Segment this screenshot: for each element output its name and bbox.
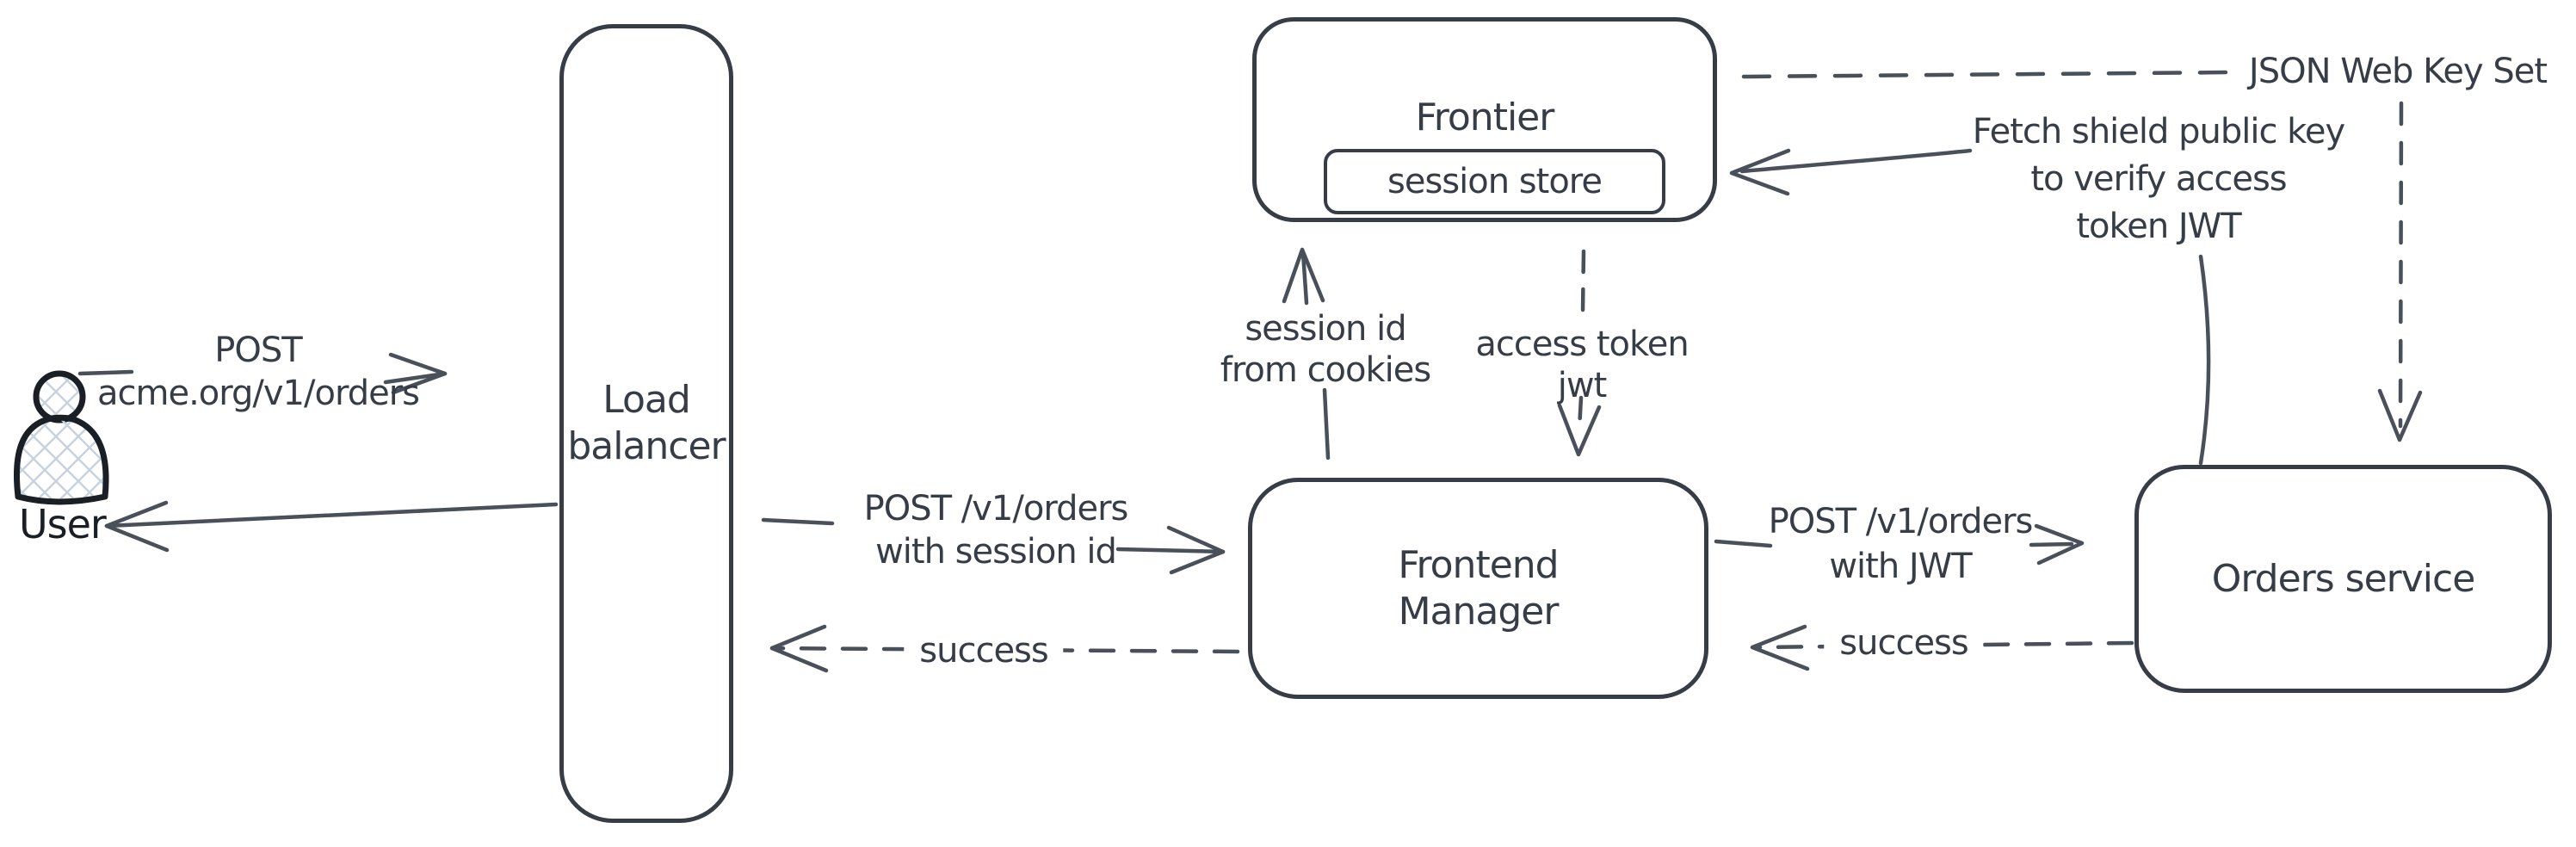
arrow-user-to-load-balancer xyxy=(77,352,448,395)
edge-label-frontier-to-fm: access token jwt xyxy=(1475,325,1689,405)
user-icon xyxy=(13,370,109,505)
user-label: User xyxy=(19,501,107,547)
arrow-load-balancer-to-user xyxy=(104,500,559,553)
arrow-load-balancer-to-frontend-manager xyxy=(761,517,1226,575)
edge-label-orders-to-frontier: Fetch shield public key to verify access… xyxy=(1972,112,2345,246)
node-session-store: session store xyxy=(1324,149,1665,214)
orders-service-label: Orders service xyxy=(2211,556,2476,601)
node-load-balancer: Load balancer xyxy=(559,24,733,823)
edge-label-user-to-lb: POST acme.org/v1/orders xyxy=(97,331,420,413)
edge-label-fm-to-orders: POST /v1/orders with JWT xyxy=(1768,502,2034,586)
frontend-manager-label: Frontend Manager xyxy=(1398,542,1559,634)
frontier-label: Frontier xyxy=(1415,96,1555,139)
node-frontier: Frontier session store xyxy=(1252,17,1717,222)
node-orders-service: Orders service xyxy=(2134,465,2552,693)
edge-label-fm-to-frontier: session id from cookies xyxy=(1220,309,1431,390)
edge-label-lb-to-fm: POST /v1/orders with session id xyxy=(863,489,1129,572)
arrow-frontier-to-jwks xyxy=(1741,70,2233,79)
arrow-frontier-to-frontend-manager xyxy=(1557,249,1602,457)
node-frontend-manager: Frontend Manager xyxy=(1248,478,1708,699)
edge-label-frontier-to-jwks: JSON Web Key Set xyxy=(2248,52,2548,91)
arrow-orders-service-to-frontier xyxy=(1729,148,2211,466)
arrow-jwks-to-orders-service xyxy=(2377,101,2423,442)
user-body xyxy=(13,414,109,505)
session-store-label: session store xyxy=(1387,162,1603,201)
edge-label-fm-to-lb-success: success xyxy=(904,631,1064,671)
edge-label-orders-to-fm-success: success xyxy=(1824,623,1984,663)
user-head xyxy=(33,370,86,424)
load-balancer-label: Load balancer xyxy=(567,378,726,468)
arrow-frontend-manager-to-load-balancer-success xyxy=(769,624,1240,673)
arrow-frontend-manager-to-frontier xyxy=(1282,247,1331,461)
arrow-frontend-manager-to-orders-service xyxy=(1714,523,2085,566)
